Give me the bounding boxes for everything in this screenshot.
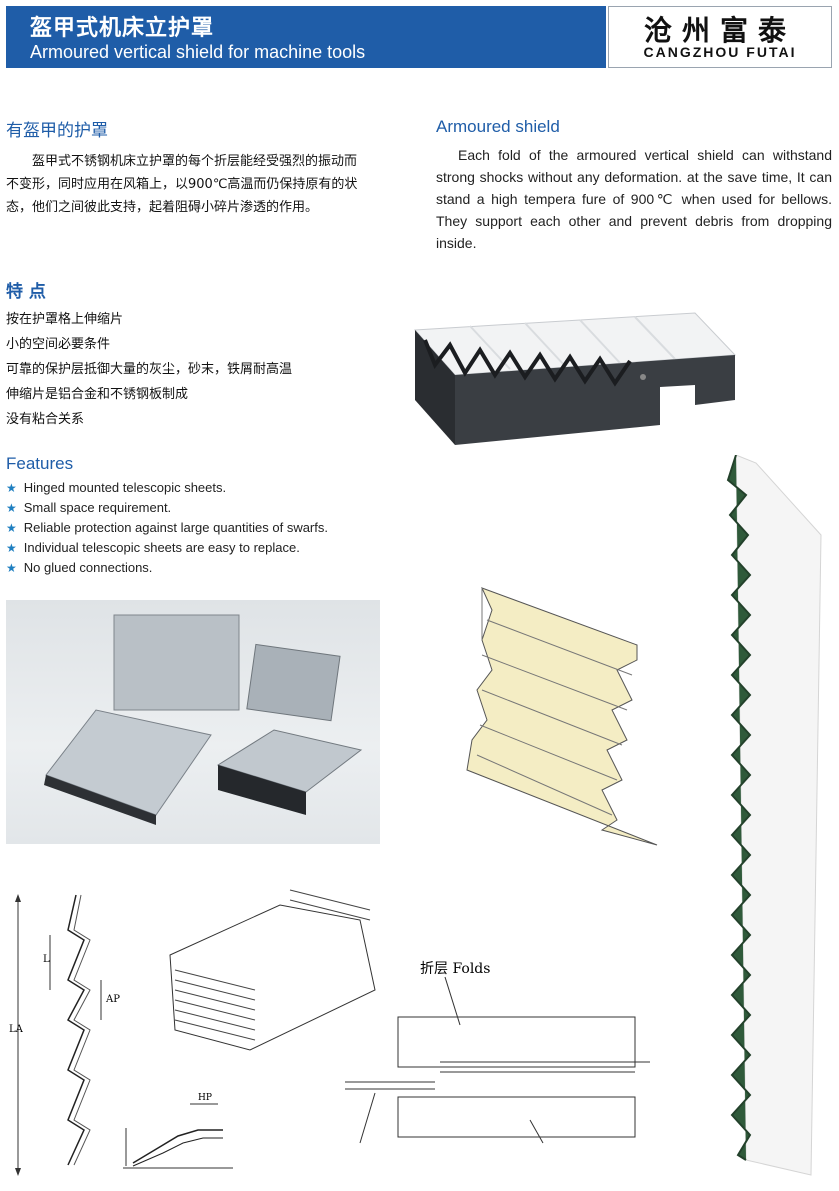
features-title-en: Features xyxy=(6,454,74,473)
header-banner xyxy=(6,6,606,68)
dimension-diagram: LA L AP xyxy=(9,894,120,1176)
shield-fold-illustration xyxy=(466,587,658,846)
page-title-cn: 盔甲式机床立护罩 xyxy=(30,16,215,41)
features-list-en: ★Hinged mounted telescopic sheets. ★Smal… xyxy=(6,478,386,578)
feature-item-en: ★Individual telescopic sheets are easy t… xyxy=(6,540,300,555)
folds-label: 折层 Folds xyxy=(420,961,490,977)
feature-item-cn: 可靠的保护层抵御大量的灰尘，砂末，铁屑耐高温 xyxy=(6,362,293,377)
brand-name-cn: 沧州富泰 xyxy=(643,14,796,47)
hp-detail-diagram: HP xyxy=(123,1093,233,1169)
star-icon: ★ xyxy=(6,541,17,555)
brand-box xyxy=(608,6,832,68)
armoured-bellows-image xyxy=(413,312,737,445)
star-icon: ★ xyxy=(6,521,17,535)
dim-label-hp: HP xyxy=(198,1093,212,1103)
features-title-cn: 特 点 xyxy=(6,282,46,302)
u-shape-bellows-diagram xyxy=(169,889,376,1051)
feature-item-cn: 没有粘合关系 xyxy=(6,412,85,427)
telescopic-covers-photo xyxy=(6,600,380,844)
feature-item-en: ★No glued connections. xyxy=(6,560,153,575)
dim-label-la: LA xyxy=(9,1024,24,1035)
feature-item-en: ★Hinged mounted telescopic sheets. xyxy=(6,480,227,495)
intro-paragraph-cn: 盔甲式不锈钢机床立护罩的每个折层能经受强烈的振动而不变形，同时应用在风箱上，以9… xyxy=(6,154,358,215)
star-icon: ★ xyxy=(6,481,17,495)
feature-item-cn: 伸缩片是铝合金和不锈钢板制成 xyxy=(6,387,189,402)
brand-name-en: CANGZHOU FUTAI xyxy=(643,44,797,60)
dim-label-l: L xyxy=(43,954,50,965)
intro-paragraph-en: Each fold of the armoured vertical shiel… xyxy=(436,147,832,251)
feature-item-en: ★Small space requirement. xyxy=(6,500,172,515)
feature-item-cn: 小的空间必要条件 xyxy=(6,337,111,352)
folds-cross-section-diagram: 折层 Folds xyxy=(345,961,650,1144)
page-title-en: Armoured vertical shield for machine too… xyxy=(30,42,366,62)
intro-title-cn: 有盔甲的护罩 xyxy=(6,121,108,141)
feature-item-cn: 按在护罩格上伸缩片 xyxy=(6,312,124,327)
vertical-shield-image xyxy=(726,455,822,1176)
intro-title-en: Armoured shield xyxy=(436,117,560,136)
star-icon: ★ xyxy=(6,501,17,515)
star-icon: ★ xyxy=(6,561,17,575)
dim-label-ap: AP xyxy=(105,994,120,1005)
features-list-cn: 按在护罩格上伸缩片 小的空间必要条件 可靠的保护层抵御大量的灰尘，砂末，铁屑耐高… xyxy=(6,307,386,432)
feature-item-en: ★Reliable protection against large quant… xyxy=(6,520,328,535)
